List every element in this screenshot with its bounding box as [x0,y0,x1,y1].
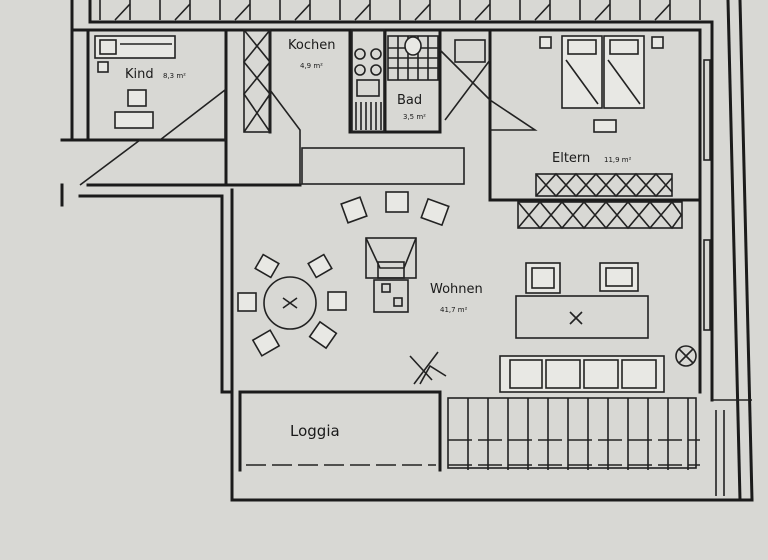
plant-icon [409,351,447,385]
lounge-chairs [525,262,639,294]
room-eltern: Eltern 11,9 m² [517,35,683,230]
room-area-eltern: 11,9 m² [604,156,632,164]
nightstand [651,36,664,49]
room-label-kind: Kind [125,67,154,82]
kitchen-counter [351,29,385,133]
sideboard [301,147,465,185]
wardrobe [517,172,683,230]
room-bad: Bad 3,5 m² [387,35,486,121]
sink [356,79,380,97]
loggia: Loggia [246,397,752,496]
outer-walls [60,0,754,502]
stove-burner-icon [370,64,382,76]
stove-burner-icon [370,48,382,60]
room-label-bad: Bad [397,93,422,108]
sofa [499,355,665,393]
toilet-icon [404,36,422,56]
nightstand [539,36,552,49]
lamp-icon [675,345,697,367]
chair [127,89,147,107]
room-area-bad: 3,5 m² [403,113,426,121]
coffee-table [515,295,649,339]
plant-icon [569,311,583,325]
room-wohnen: Wohnen 41,7 m² [237,147,697,393]
room-kind: Kind 8,3 m² [94,35,186,129]
door-swings [79,49,538,186]
stove-burner-icon [354,64,366,76]
room-area-wohnen: 41,7 m² [440,306,468,314]
bench [593,119,617,133]
room-area-kind: 8,3 m² [163,72,186,80]
low-table [373,279,409,313]
bed [94,35,176,59]
armchairs [340,191,450,227]
room-label-loggia: Loggia [290,422,340,440]
room-label-eltern: Eltern [552,151,590,166]
flower-icon [282,297,298,309]
dining-chairs [237,253,347,357]
room-label-kochen: Kochen [288,38,335,53]
upper-facade [88,0,714,24]
room-label-wohnen: Wohnen [430,282,483,297]
stove-burner-icon [354,48,366,60]
room-kochen: Kochen 4,9 m² [242,29,385,133]
desk [114,111,154,129]
dining-table [263,276,317,330]
kitchen-cabinet [243,29,271,133]
room-area-kochen: 4,9 m² [300,62,323,70]
east-windows [703,59,711,331]
balcony-grid [447,397,697,469]
radiator [355,102,382,130]
shelf [97,61,109,73]
washbasin [454,39,486,63]
